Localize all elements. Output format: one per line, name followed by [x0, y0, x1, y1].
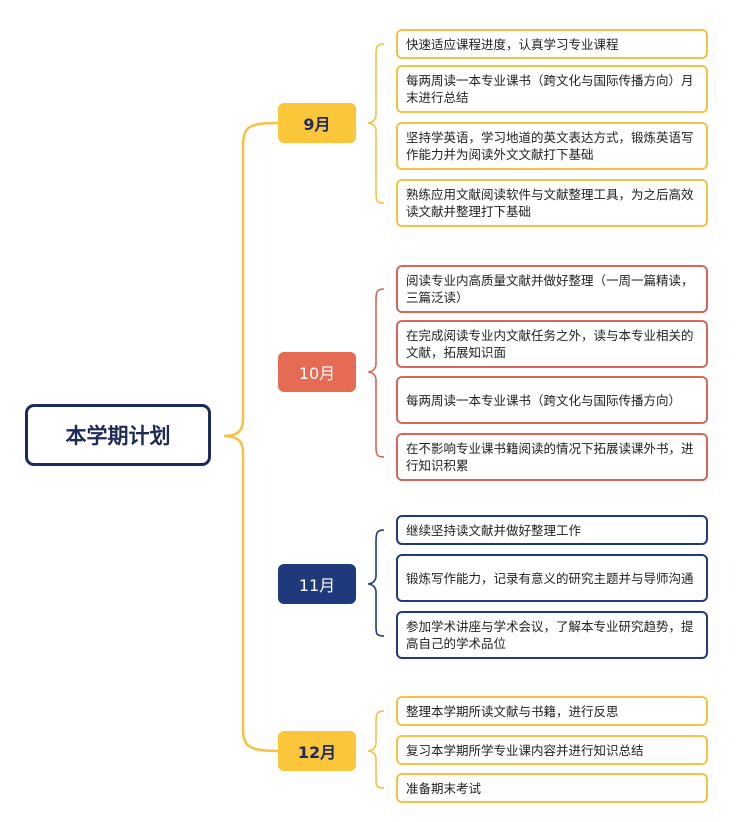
leaf-11-2[interactable]: 锻炼写作能力，记录有意义的研究主题并与导师沟通	[396, 554, 708, 602]
month-node-11[interactable]: 11月	[278, 564, 356, 604]
month-node-9[interactable]: 9月	[278, 103, 356, 143]
brace-10	[367, 288, 385, 458]
root-brace	[223, 121, 279, 753]
leaf-12-1[interactable]: 整理本学期所读文献与书籍，进行反思	[396, 696, 708, 726]
leaf-11-3[interactable]: 参加学术讲座与学术会议，了解本专业研究趋势，提高自己的学术品位	[396, 611, 708, 659]
root-node[interactable]: 本学期计划	[25, 404, 211, 466]
leaf-9-1[interactable]: 快速适应课程进度，认真学习专业课程	[396, 29, 708, 59]
leaf-9-3[interactable]: 坚持学英语，学习地道的英文表达方式，锻炼英语写作能力并为阅读外文文献打下基础	[396, 122, 708, 170]
leaf-10-2[interactable]: 在完成阅读专业内文献任务之外，读与本专业相关的文献，拓展知识面	[396, 320, 708, 368]
leaf-12-2[interactable]: 复习本学期所学专业课内容并进行知识总结	[396, 735, 708, 765]
leaf-12-3[interactable]: 准备期末考试	[396, 773, 708, 803]
brace-11	[367, 529, 385, 637]
leaf-10-3[interactable]: 每两周读一本专业课书（跨文化与国际传播方向）	[396, 376, 708, 424]
leaf-9-2[interactable]: 每两周读一本专业课书（跨文化与国际传播方向）月末进行总结	[396, 65, 708, 113]
month-node-10[interactable]: 10月	[278, 352, 356, 392]
brace-12	[367, 710, 385, 789]
leaf-11-1[interactable]: 继续坚持读文献并做好整理工作	[396, 515, 708, 545]
leaf-10-1[interactable]: 阅读专业内高质量文献并做好整理（一周一篇精读，三篇泛读）	[396, 265, 708, 313]
brace-9	[367, 43, 385, 204]
leaf-10-4[interactable]: 在不影响专业课书籍阅读的情况下拓展读课外书，进行知识积累	[396, 433, 708, 481]
month-node-12[interactable]: 12月	[278, 731, 356, 771]
leaf-9-4[interactable]: 熟练应用文献阅读软件与文献整理工具，为之后高效读文献并整理打下基础	[396, 179, 708, 227]
